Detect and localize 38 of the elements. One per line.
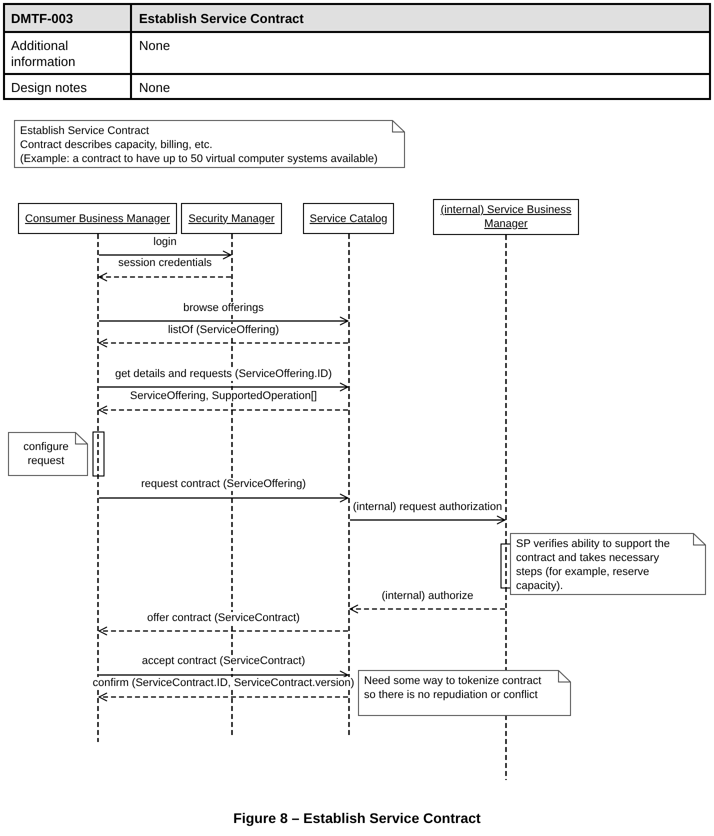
message-arrow (99, 494, 348, 502)
table-cell-text: None (138, 79, 172, 97)
return-message-arrow (350, 604, 505, 614)
participant-box: Consumer Business Manager (18, 203, 177, 234)
message-arrow (350, 516, 506, 524)
message-label: confirm (ServiceContract.ID, ServiceContract.version) (92, 677, 356, 690)
message-label: (internal) request authorization (352, 501, 504, 514)
participant-box: Service Catalog (303, 203, 394, 234)
message-label: (internal) authorize (380, 590, 474, 603)
participant-box: (internal) Service Business Manager (433, 199, 579, 235)
message-label: ServiceOffering, SupportedOperation[] (129, 390, 318, 403)
note-box: Need some way to tokenize contract so there is no repudiation or conflict (358, 670, 571, 716)
return-message-arrow (98, 406, 348, 414)
table-cell-text: Additional information (10, 37, 76, 71)
table-header-cell-text: DMTF-003 (10, 10, 74, 28)
participant-box: Security Manager (181, 203, 282, 234)
message-arrow (99, 316, 348, 326)
message-label: get details and requests (ServiceOffering.ID) (114, 368, 333, 381)
message-label: offer contract (ServiceContract) (146, 612, 301, 625)
return-message-arrow (98, 338, 348, 348)
message-arrow (99, 382, 348, 392)
message-label: request contract (ServiceOffering) (140, 478, 307, 491)
message-arrow (99, 250, 232, 260)
message-label: browse offerings (182, 302, 265, 315)
note-box: Establish Service Contract Contract describes capacity, billing, etc. (Example: a contract to have up to 50 virtual computer systems available) (14, 120, 405, 168)
return-message-arrow (98, 272, 231, 282)
return-message-arrow (98, 692, 348, 702)
note-box: SP verifies ability to support the contract and takes necessary steps (for example, reserve capacity). (510, 533, 706, 595)
table-cell-text: None (138, 37, 172, 55)
message-label: listOf (ServiceOffering) (166, 324, 280, 337)
message-label: login (152, 236, 178, 249)
message-arrow (99, 670, 348, 680)
figure-caption: Figure 8 – Establish Service Contract (232, 810, 482, 826)
return-message-arrow (98, 626, 348, 636)
message-label: accept contract (ServiceContract) (140, 655, 306, 668)
note-box: configure request (8, 432, 88, 476)
table-header-cell-text: Establish Service Contract (138, 10, 305, 28)
table-cell-text: Design notes (10, 79, 88, 97)
